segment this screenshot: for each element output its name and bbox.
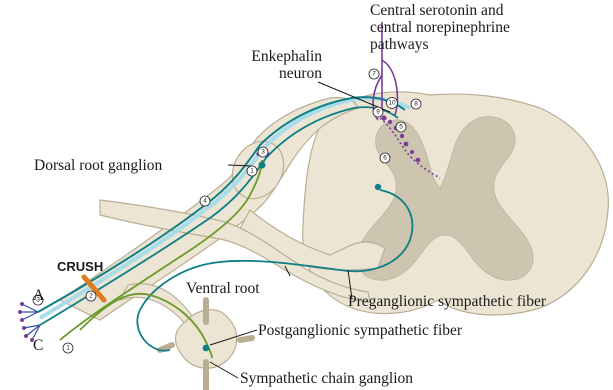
svg-text:1: 1	[66, 345, 70, 352]
central-pathways-line-3: pathways	[370, 36, 510, 53]
svg-text:10: 10	[388, 100, 396, 107]
marker-9: 9	[373, 107, 383, 117]
svg-text:3: 3	[261, 149, 265, 156]
ventral-root-label: Ventral root	[186, 280, 260, 297]
svg-text:2: 2	[89, 293, 93, 300]
drg-neuron	[259, 162, 266, 169]
terminal-arbor	[20, 304, 40, 340]
preganglionic-origin	[375, 184, 381, 190]
svg-text:8: 8	[414, 101, 418, 108]
marker-1: 1	[247, 166, 257, 176]
marker-2: 2	[86, 291, 96, 301]
marker-6: 6	[380, 153, 390, 163]
svg-text:7: 7	[372, 71, 376, 78]
svg-text:1: 1	[250, 168, 254, 175]
enkephalin-label: Enkephalin neuron	[218, 48, 322, 82]
marker-1-c: 1	[63, 343, 73, 353]
svg-text:5: 5	[399, 124, 403, 131]
enkephalin-line-2: neuron	[218, 65, 322, 82]
marker-10: 10	[387, 98, 398, 109]
terminal-endings	[18, 302, 34, 342]
crush-label: CRUSH	[57, 258, 103, 275]
marker-3: 3	[258, 147, 268, 157]
svg-text:9: 9	[376, 109, 380, 116]
central-pathways-label: Central serotonin and central norepineph…	[370, 2, 510, 53]
sympathetic-chain-label: Sympathetic chain ganglion	[240, 370, 413, 387]
marker-4: 4	[200, 196, 210, 206]
chain-ganglion-neuron	[203, 345, 210, 352]
enkephalin-line-1: Enkephalin	[218, 48, 322, 65]
marker-7: 7	[369, 69, 379, 79]
svg-text:4: 4	[203, 198, 207, 205]
svg-text:6: 6	[383, 155, 387, 162]
dorsal-root-ganglion-label: Dorsal root ganglion	[34, 157, 162, 174]
central-pathways-line-1: Central serotonin and	[370, 2, 510, 19]
a-label: A	[33, 287, 44, 304]
central-pathways-line-2: central norepinephrine	[370, 19, 510, 36]
preganglionic-label: Preganglionic sympathetic fiber	[348, 293, 546, 310]
c-label: C	[33, 337, 43, 354]
postganglionic-label: Postganglionic sympathetic fiber	[258, 322, 462, 339]
marker-8: 8	[411, 99, 421, 109]
marker-5: 5	[396, 122, 406, 132]
